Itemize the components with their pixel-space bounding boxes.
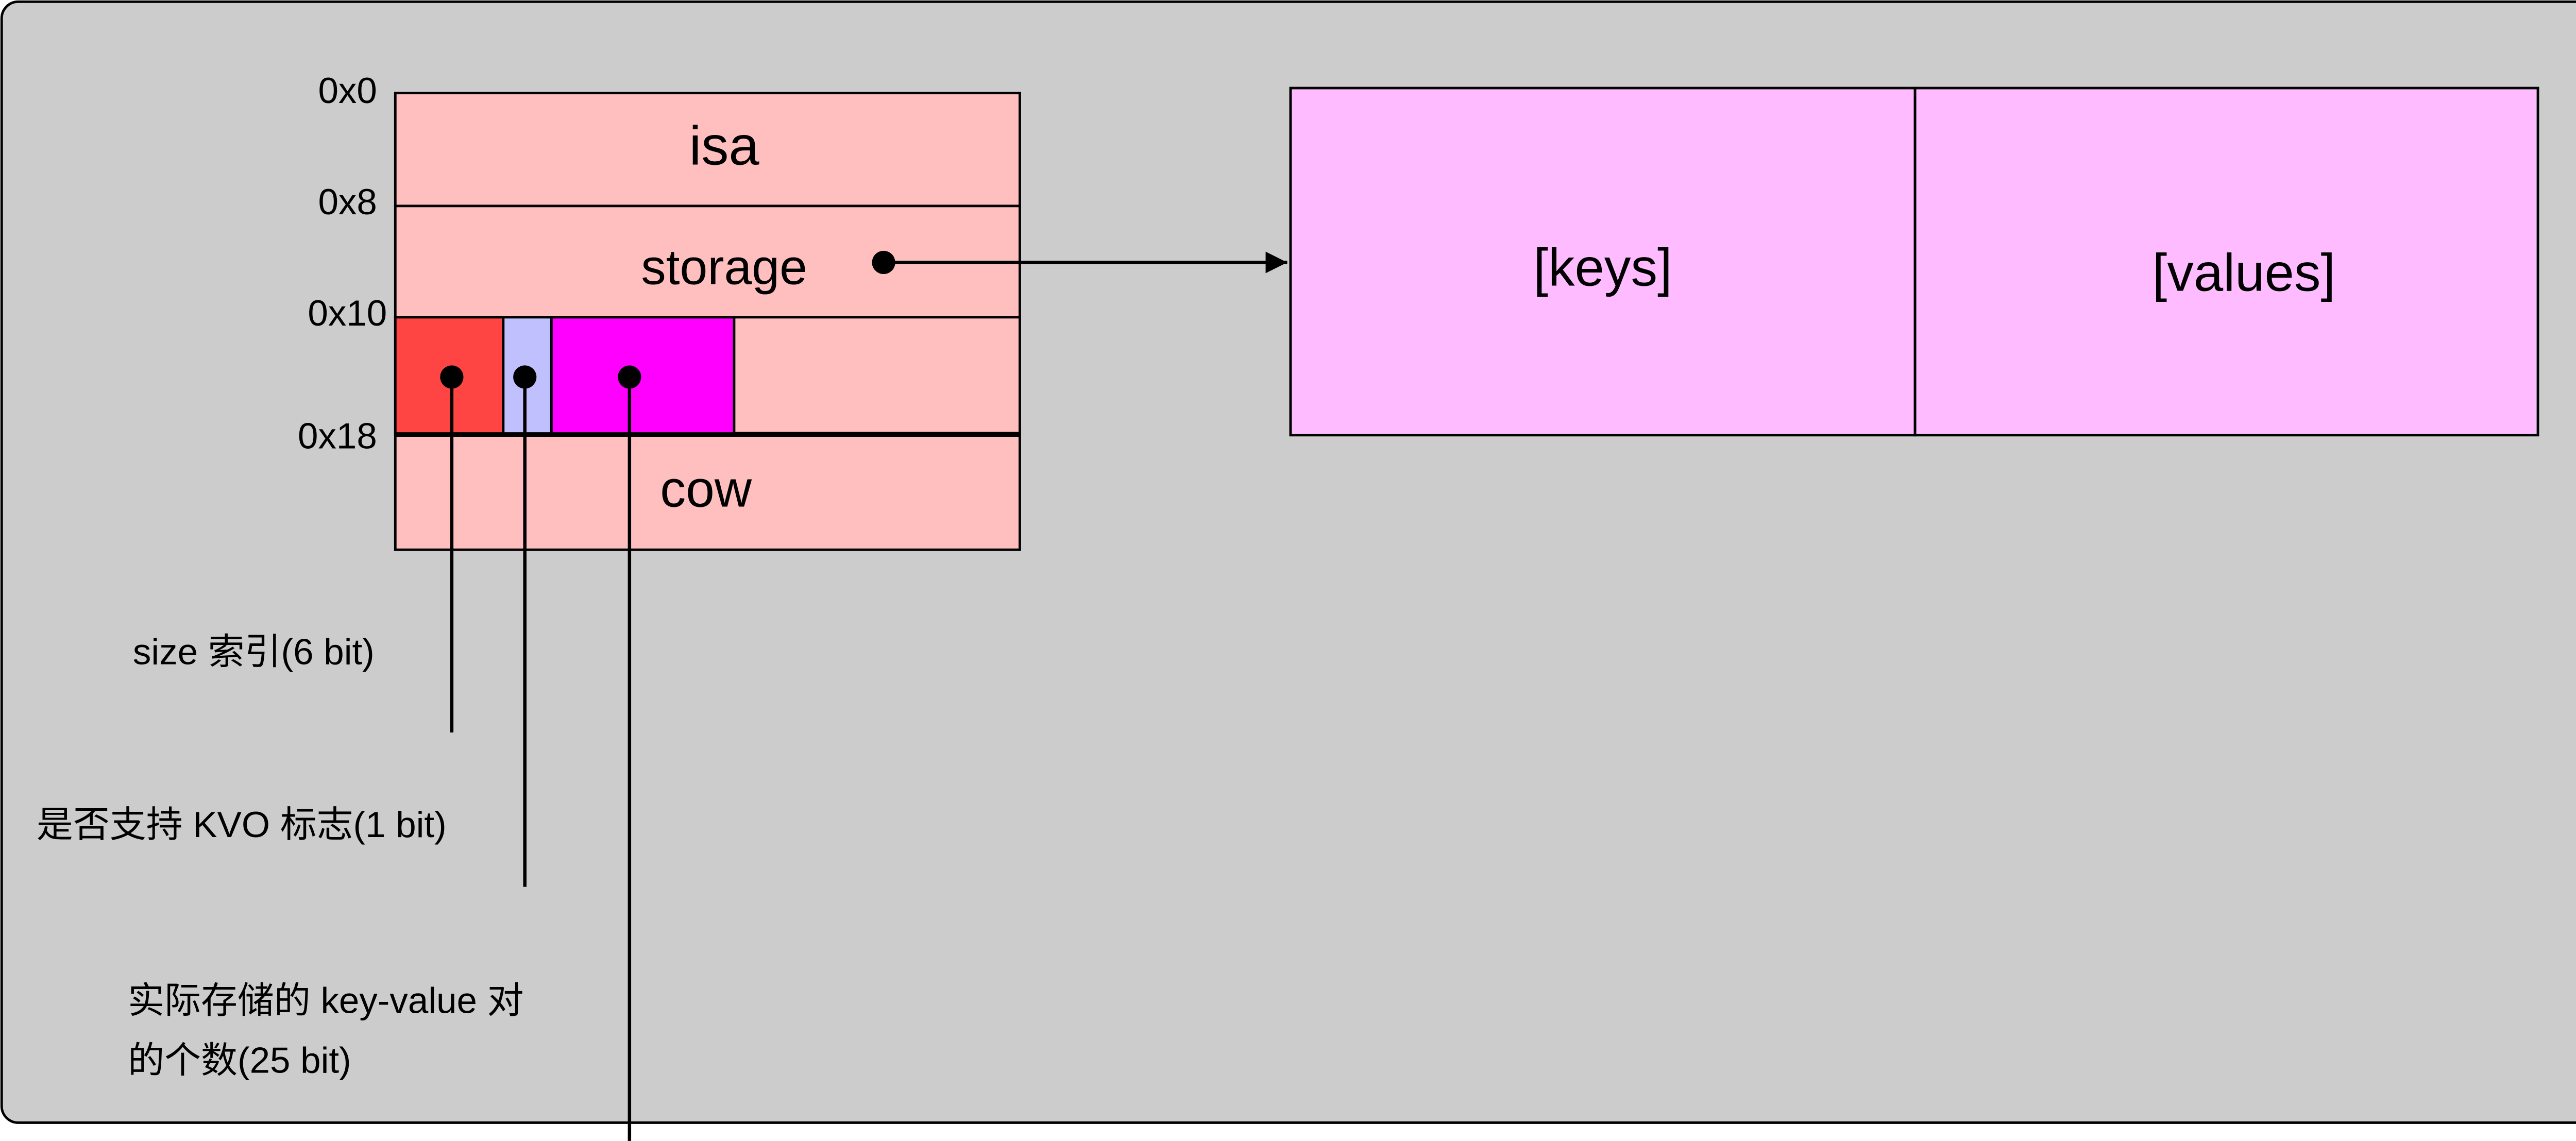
keys-cell	[1289, 87, 1917, 437]
count-annotation-line2: 的个数(25 bit)	[128, 1041, 351, 1081]
isa-field	[394, 92, 1021, 208]
keys-label: [keys]	[1533, 238, 1672, 297]
offset-label-0x0: 0x0	[318, 71, 377, 111]
cow-label: cow	[660, 461, 752, 518]
storage-label: storage	[641, 239, 807, 295]
kvo-flag-annotation: 是否支持 KVO 标志(1 bit)	[37, 805, 447, 845]
isa-label: isa	[689, 115, 760, 176]
values-label: [values]	[2153, 243, 2336, 302]
cow-field	[394, 434, 1021, 551]
offset-label-0x10: 0x10	[308, 293, 387, 334]
kvo-flag-dot	[513, 365, 537, 389]
size-index-annotation: size 索引(6 bit)	[133, 632, 375, 673]
count-annotation-line1: 实际存储的 key-value 对	[128, 981, 523, 1021]
count-bits	[550, 316, 736, 435]
size-index-dot	[440, 365, 464, 389]
offset-label-0x18: 0x18	[298, 416, 377, 457]
values-cell	[1913, 87, 2539, 437]
offset-label-0x8: 0x8	[318, 182, 377, 223]
count-dot	[618, 365, 641, 389]
